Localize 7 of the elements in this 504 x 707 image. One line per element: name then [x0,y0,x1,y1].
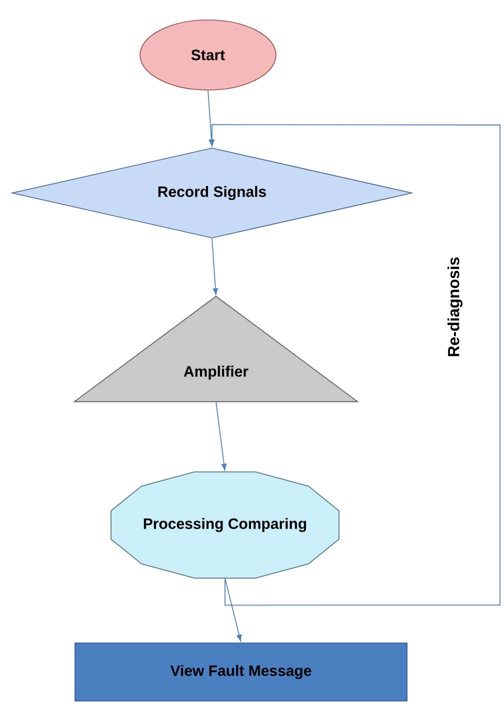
arrow [224,578,242,642]
edge-label: Re-diagnosis [446,256,464,358]
process-polygon: Processing Comparing [110,472,340,578]
arrow [212,238,218,295]
feedback-arrow [209,124,500,606]
output-box: View Fault Message [74,642,408,702]
arrow [216,401,227,470]
